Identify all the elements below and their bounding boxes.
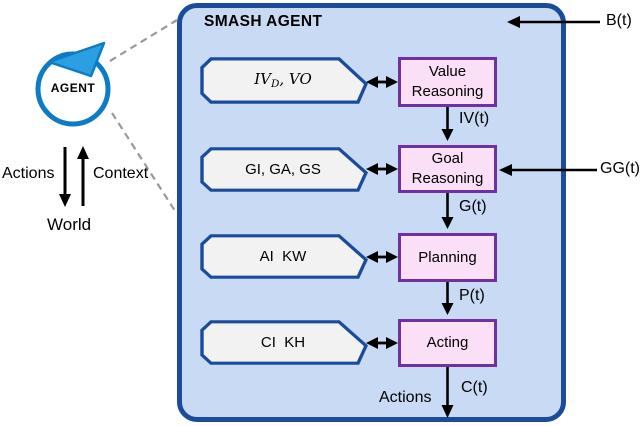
plaque-acting-label: CI KH	[260, 334, 306, 351]
g-signal-label: G(t)	[459, 198, 487, 215]
p-signal-label: P(t)	[459, 287, 485, 304]
actions-label: Actions	[2, 165, 55, 182]
plaque-goals-polygon	[200, 147, 368, 192]
c-signal-label: C(t)	[461, 379, 488, 396]
agent-circle-label: AGENT	[50, 81, 96, 95]
module-goal-reasoning: Goal Reasoning	[398, 145, 497, 193]
bottom-actions-label: Actions	[379, 389, 432, 406]
module-acting: Acting	[398, 319, 497, 367]
module-value-reasoning: Value Reasoning	[398, 57, 497, 107]
world-label: World	[47, 215, 92, 234]
context-arrowhead-icon	[77, 146, 89, 159]
plaque-values-text-rest: , VO	[279, 70, 312, 88]
actions-arrowhead-icon	[59, 194, 71, 207]
agent-loop-arrowhead-icon	[47, 41, 106, 78]
plaque-values-polygon	[200, 57, 368, 104]
gg-input-label: GG(t)	[600, 160, 640, 177]
plaque-planning-label: AI KW	[259, 248, 307, 265]
b-input-label: B(t)	[606, 12, 632, 29]
plaque-planning-shape	[200, 234, 368, 279]
iv-signal-label: IV(t)	[459, 110, 490, 127]
dashed-connector-bottom	[111, 112, 178, 215]
plaque-goals-label: GI, GA, GS	[245, 161, 321, 178]
plaque-values-text-sub: D	[270, 78, 280, 90]
plaque-planning-polygon	[200, 234, 368, 279]
plaque-acting-polygon	[200, 320, 368, 365]
dashed-connector-top	[109, 19, 178, 62]
module-planning: Planning	[398, 233, 497, 282]
plaque-goals-shape	[200, 147, 368, 192]
context-label: Context	[93, 165, 149, 182]
smash-agent-title: SMASH AGENT	[204, 13, 323, 30]
plaque-values-label: IVD, VO	[202, 57, 364, 103]
plaque-values-text-main: IV	[254, 70, 271, 88]
plaque-acting-shape	[200, 320, 368, 365]
plaque-values-shape	[200, 57, 368, 104]
